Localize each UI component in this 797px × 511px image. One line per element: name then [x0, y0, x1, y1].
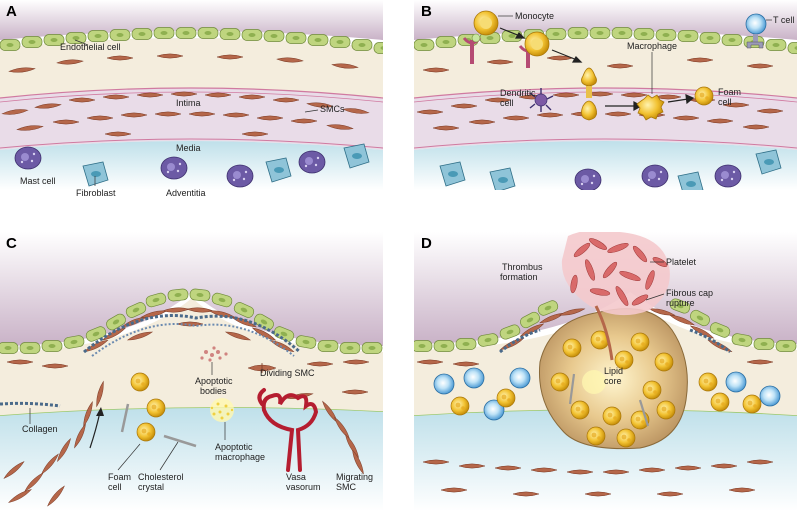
apoptotic-bodies-icon	[200, 346, 228, 362]
panel-b: B Monocyte T cell Macrophage Dendritic c…	[414, 0, 797, 190]
label-vasa-1: Vasa	[286, 472, 306, 482]
label-lipid: Lipid	[604, 366, 623, 376]
label-apoptotic-bodies-2: bodies	[200, 386, 227, 396]
panel-d: D Thrombus formation Platelet Fibrous ca…	[414, 232, 797, 511]
label-platelet: Platelet	[666, 257, 697, 267]
label-dendritic: Dendritic	[500, 88, 536, 98]
panel-c-letter: C	[6, 235, 17, 252]
label-fibrous-cap-2: rupture	[666, 298, 695, 308]
label-migrating-1: Migrating	[336, 472, 373, 482]
label-collagen: Collagen	[22, 424, 58, 434]
label-adventitia: Adventitia	[166, 188, 206, 198]
dividing-smc-icon	[247, 363, 277, 373]
label-lipid-core: core	[604, 376, 622, 386]
label-apoptotic-macrophage-1: Apoptotic	[215, 442, 253, 452]
label-fibrous-cap-1: Fibrous cap	[666, 288, 713, 298]
label-vasa-2: vasorum	[286, 482, 321, 492]
label-dividing-smc: Dividing SMC	[260, 368, 315, 378]
panel-c: C Apoptotic bodies Dividing SMC Collagen…	[0, 232, 383, 511]
label-smcs: SMCs	[320, 104, 345, 114]
apoptotic-macrophage-icon	[210, 398, 234, 422]
label-monocyte: Monocyte	[515, 11, 554, 21]
dendritic-cell-icon	[529, 88, 554, 112]
foam-cell-icon	[694, 86, 714, 106]
panel-a: A Endothelial cell Intima SMCs Media Mas…	[0, 0, 383, 198]
label-foam: Foam	[718, 87, 741, 97]
panel-b-letter: B	[421, 3, 432, 20]
label-endothelial-cell: Endothelial cell	[60, 42, 121, 52]
label-foam-1: Foam	[108, 472, 131, 482]
label-dendritic-cell: cell	[500, 98, 514, 108]
cholesterol-crystal-icon	[163, 434, 197, 448]
label-foam-cell: cell	[718, 97, 732, 107]
label-migrating-2: SMC	[336, 482, 357, 492]
label-apoptotic-macrophage-2: macrophage	[215, 452, 265, 462]
label-mast-cell: Mast cell	[20, 176, 56, 186]
macrophage-icon	[636, 94, 665, 121]
t-cell-icon	[745, 13, 767, 49]
label-intima: Intima	[176, 98, 201, 108]
thrombus-icon	[561, 232, 670, 316]
label-t-cell: T cell	[773, 15, 794, 25]
label-media: Media	[176, 143, 201, 153]
panel-a-letter: A	[6, 3, 17, 20]
label-fibroblast: Fibroblast	[76, 188, 116, 198]
label-thrombus-2: formation	[500, 272, 538, 282]
foam-cell-icon	[130, 372, 150, 392]
label-apoptotic-bodies-1: Apoptotic	[195, 376, 233, 386]
label-thrombus-1: Thrombus	[502, 262, 543, 272]
panel-d-letter: D	[421, 235, 432, 252]
label-cholesterol-2: crystal	[138, 482, 164, 492]
monocyte-icon	[471, 10, 597, 121]
label-cholesterol-1: Cholesterol	[138, 472, 184, 482]
label-macrophage: Macrophage	[627, 41, 677, 51]
label-foam-2: cell	[108, 482, 122, 492]
collagen-icon	[0, 401, 61, 408]
mast-cell-icon	[14, 146, 42, 170]
vasa-vasorum-icon	[257, 388, 319, 472]
